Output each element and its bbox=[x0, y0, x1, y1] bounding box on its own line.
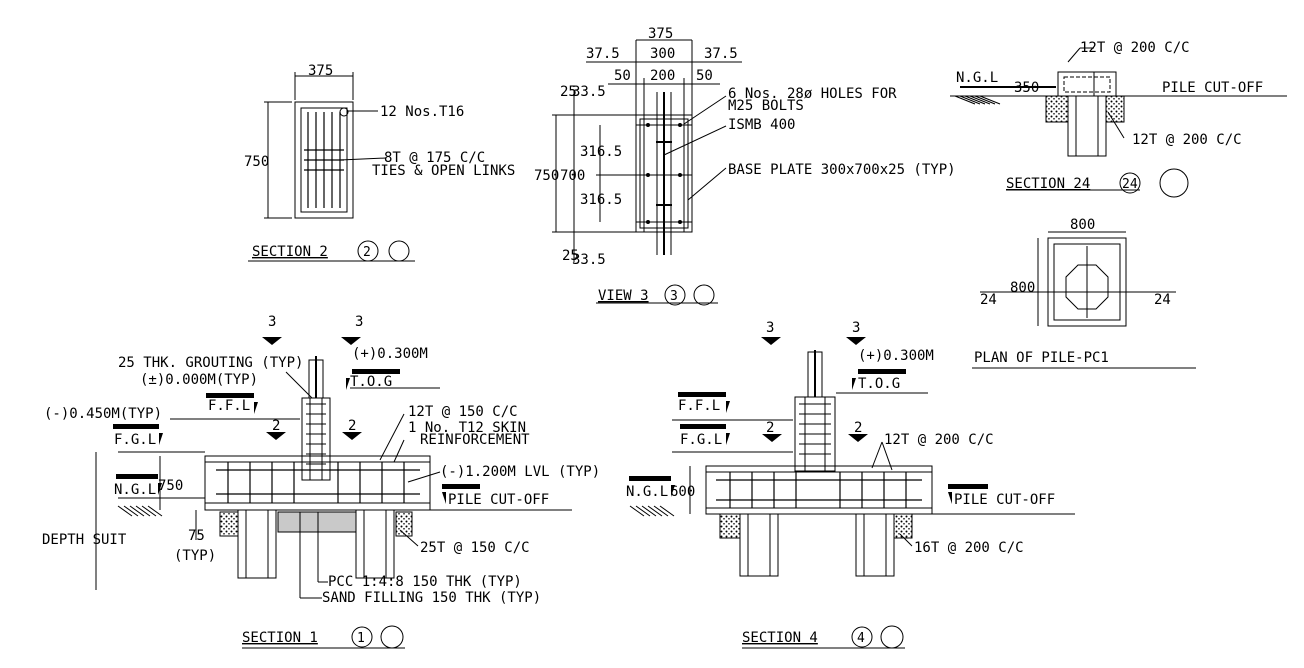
s4-mark-3a: 3 bbox=[766, 320, 774, 336]
s24-title-num: 24 bbox=[1122, 177, 1138, 192]
s4-ffl: F.F.L bbox=[678, 398, 720, 414]
sec2-title-num: 2 bbox=[363, 245, 371, 260]
v3-note-bolts: M25 BOLTS bbox=[728, 98, 804, 114]
v3-title-num: 3 bbox=[670, 289, 678, 304]
v3-note-holes: 6 Nos. 28ø HOLES FOR bbox=[728, 86, 897, 102]
s24-bar-bottom: 12T @ 200 C/C bbox=[1132, 132, 1242, 148]
s1-tog: T.O.G bbox=[350, 374, 392, 390]
s1-fgl: F.G.L bbox=[114, 432, 156, 448]
v3-dim-overall-2: 700 bbox=[560, 168, 585, 184]
s1-skin-1: 1 No. T12 SKIN bbox=[408, 420, 526, 436]
v3-dim-bot-2: 33.5 bbox=[572, 252, 606, 268]
s1-ngl: N.G.L bbox=[114, 482, 156, 498]
plan-mark-left: 24 bbox=[980, 292, 997, 308]
v3-dim-bot-1: 25 bbox=[562, 248, 579, 264]
s24-dim-350: 350 bbox=[1014, 80, 1039, 96]
s4-bar-200: 12T @ 200 C/C bbox=[884, 432, 994, 448]
s1-ffl: F.F.L bbox=[208, 398, 250, 414]
v3-dim-top-1: 25 bbox=[560, 84, 577, 100]
s1-mark-2a: 2 bbox=[272, 418, 280, 434]
v3-note-ismb: ISMB 400 bbox=[728, 117, 795, 133]
v3-dim-a: 37.5 bbox=[586, 46, 620, 62]
v3-dim-total: 375 bbox=[648, 26, 673, 42]
s1-typ: (TYP) bbox=[174, 548, 216, 564]
s1-level-0: (±)0.000M(TYP) bbox=[140, 372, 258, 388]
s24-title: SECTION 24 bbox=[1006, 176, 1090, 192]
s4-bar-16: 16T @ 200 C/C bbox=[914, 540, 1024, 556]
s1-level-1200: (-)1.200M LVL (TYP) bbox=[440, 464, 600, 480]
v3-dim-d: 50 bbox=[614, 68, 631, 84]
s4-mark-2b: 2 bbox=[854, 420, 862, 436]
s1-grout: 25 THK. GROUTING (TYP) bbox=[118, 355, 303, 371]
s1-dim-750: 750 bbox=[158, 478, 183, 494]
s24-bar-top: 12T @ 200 C/C bbox=[1080, 40, 1190, 56]
s1-pile-cutoff: PILE CUT-OFF bbox=[448, 492, 549, 508]
view-3 bbox=[552, 39, 742, 306]
sec2-title: SECTION 2 bbox=[252, 244, 328, 260]
s1-level-300: (+)0.300M bbox=[352, 346, 428, 362]
s4-mark-2a: 2 bbox=[766, 420, 774, 436]
s24-pile-cutoff: PILE CUT-OFF bbox=[1162, 80, 1263, 96]
s1-bar-150: 12T @ 150 C/C bbox=[408, 404, 518, 420]
sec2-dim-width: 375 bbox=[308, 63, 333, 79]
s1-depth: DEPTH SUIT bbox=[42, 532, 127, 548]
plan-dim-w: 800 bbox=[1070, 217, 1095, 233]
s1-dim-75: 75 bbox=[188, 528, 205, 544]
plan-of-pile bbox=[972, 231, 1196, 369]
sec2-ties-note-2: TIES & OPEN LINKS bbox=[372, 163, 515, 179]
s1-skin-2: REINFORCEMENT bbox=[420, 432, 530, 448]
s1-title: SECTION 1 bbox=[242, 630, 318, 646]
plan-title: PLAN OF PILE-PC1 bbox=[974, 350, 1109, 366]
section-1 bbox=[95, 337, 572, 649]
section-24 bbox=[950, 47, 1287, 198]
sec2-dim-height: 750 bbox=[244, 154, 269, 170]
plan-mark-right: 24 bbox=[1154, 292, 1171, 308]
s1-pcc: PCC 1:4:8 150 THK (TYP) bbox=[328, 574, 522, 590]
plan-dim-h: 800 bbox=[1010, 280, 1035, 296]
s4-pile-cutoff: PILE CUT-OFF bbox=[954, 492, 1055, 508]
s4-title: SECTION 4 bbox=[742, 630, 818, 646]
sec2-bars-note: 12 Nos.T16 bbox=[380, 104, 464, 120]
s4-title-num: 4 bbox=[857, 631, 865, 646]
v3-dim-mid-1: 316.5 bbox=[580, 144, 622, 160]
section-2 bbox=[248, 72, 415, 262]
s1-level-450: (-)0.450M(TYP) bbox=[44, 406, 162, 422]
s4-level-300: (+)0.300M bbox=[858, 348, 934, 364]
v3-note-plate: BASE PLATE 300x700x25 (TYP) bbox=[728, 162, 956, 178]
v3-title: VIEW 3 bbox=[598, 288, 649, 304]
s1-mark-3b: 3 bbox=[355, 314, 363, 330]
s1-title-num: 1 bbox=[357, 631, 365, 646]
v3-dim-b: 300 bbox=[650, 46, 675, 62]
v3-dim-f: 50 bbox=[696, 68, 713, 84]
v3-dim-mid-2: 316.5 bbox=[580, 192, 622, 208]
s4-mark-3b: 3 bbox=[852, 320, 860, 336]
s4-fgl: F.G.L bbox=[680, 432, 722, 448]
s4-ngl: N.G.L bbox=[626, 484, 668, 500]
s24-ngl: N.G.L bbox=[956, 70, 998, 86]
v3-dim-top-2: 33.5 bbox=[572, 84, 606, 100]
s1-bar-25: 25T @ 150 C/C bbox=[420, 540, 530, 556]
s4-dim-600: 600 bbox=[670, 484, 695, 500]
v3-dim-overall-1: 750 bbox=[534, 168, 559, 184]
v3-dim-c: 37.5 bbox=[704, 46, 738, 62]
sec2-ties-note: 8T @ 175 C/C bbox=[384, 150, 485, 166]
section-4 bbox=[629, 337, 1075, 649]
s1-sand: SAND FILLING 150 THK (TYP) bbox=[322, 590, 541, 606]
s4-tog: T.O.G bbox=[858, 376, 900, 392]
s1-mark-2b: 2 bbox=[348, 418, 356, 434]
v3-dim-e: 200 bbox=[650, 68, 675, 84]
labels: 375 750 12 Nos.T16 8T @ 175 C/C TIES & O… bbox=[42, 26, 1263, 646]
s1-mark-3a: 3 bbox=[268, 314, 276, 330]
